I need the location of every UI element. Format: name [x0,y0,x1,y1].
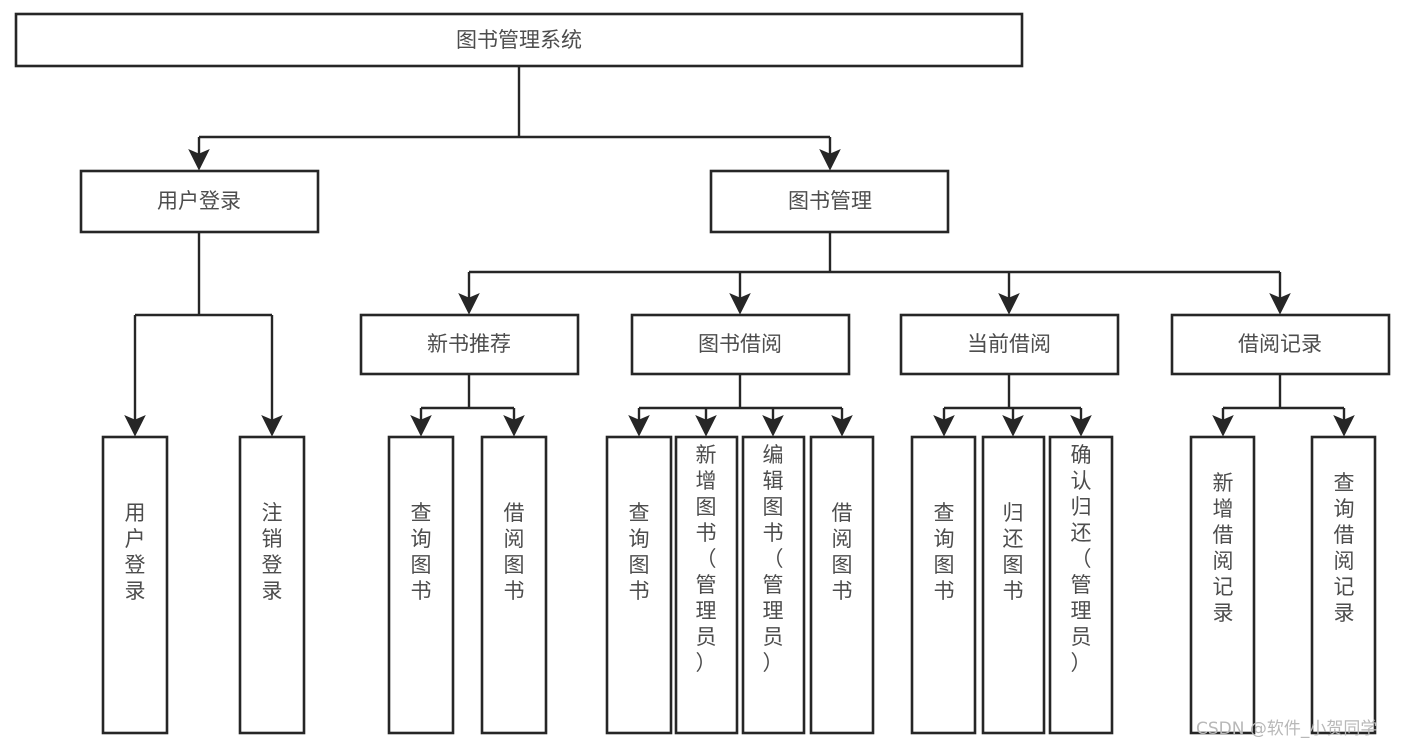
node-book-management-label: 图书管理 [788,189,872,213]
node-leaf-borrow-lend[interactable]: 借阅图书 [809,435,875,735]
node-leaf-borrow-edit-box[interactable] [741,435,806,735]
node-leaf-record-query-label: 查询借阅记录 [1334,471,1355,625]
node-leaf-record-query[interactable]: 查询借阅记录 [1310,435,1377,735]
node-current-borrow-box[interactable] [899,313,1120,376]
node-leaf-current-confirm-label: 确认归还（管理员） [1071,443,1092,675]
node-leaf-borrow-lend-label: 借阅图书 [832,501,853,603]
node-new-book-recommend[interactable]: 新书推荐 [359,313,580,376]
node-leaf-current-return-box[interactable] [981,435,1046,735]
node-leaf-record-add[interactable]: 新增借阅记录 [1189,435,1256,735]
node-current-borrow-label: 当前借阅 [967,332,1051,356]
node-leaf-borrow-add[interactable]: 新增图书（管理员） [674,435,739,735]
node-leaf-current-confirm[interactable]: 确认归还（管理员） [1048,435,1114,735]
node-book-borrow-label: 图书借阅 [698,332,782,356]
node-book-borrow-box[interactable] [630,313,851,376]
node-leaf-user-login-box[interactable] [101,435,169,735]
node-leaf-newbook-query-box[interactable] [387,435,455,735]
node-new-book-recommend-box[interactable] [359,313,580,376]
node-book-management[interactable]: 图书管理 [709,169,950,234]
node-leaf-user-login-label: 用户登录 [125,501,146,603]
node-leaf-borrow-query-label: 查询图书 [629,501,650,603]
node-root[interactable]: 图书管理系统 [14,12,1024,68]
node-leaf-current-query-box[interactable] [910,435,977,735]
node-leaf-current-query-label: 查询图书 [934,501,955,603]
node-borrow-record-label: 借阅记录 [1238,332,1322,356]
node-leaf-newbook-query[interactable]: 查询图书 [387,435,455,735]
node-leaf-borrow-add-label: 新增图书（管理员） [696,443,717,675]
csdn-watermark: CSDN @软件_小贺同学 [1196,719,1377,739]
node-leaf-newbook-query-label: 查询图书 [411,501,432,603]
node-leaf-newbook-borrow-label: 借阅图书 [504,501,525,603]
node-leaf-borrow-add-box[interactable] [674,435,739,735]
node-leaf-record-query-box[interactable] [1310,435,1377,735]
node-leaf-record-add-box[interactable] [1189,435,1256,735]
node-root-box[interactable] [14,12,1024,68]
node-user-login-label: 用户登录 [157,189,241,213]
edges-layer [124,66,1355,437]
node-leaf-borrow-edit-label: 编辑图书（管理员） [763,443,784,675]
node-current-borrow[interactable]: 当前借阅 [899,313,1120,376]
node-leaf-borrow-query-box[interactable] [605,435,673,735]
node-leaf-user-login[interactable]: 用户登录 [101,435,169,735]
node-book-borrow[interactable]: 图书借阅 [630,313,851,376]
node-leaf-borrow-query[interactable]: 查询图书 [605,435,673,735]
node-leaf-newbook-borrow[interactable]: 借阅图书 [480,435,548,735]
node-leaf-current-query[interactable]: 查询图书 [910,435,977,735]
node-leaf-record-add-label: 新增借阅记录 [1213,471,1234,625]
node-root-label: 图书管理系统 [456,28,582,52]
node-borrow-record-box[interactable] [1170,313,1391,376]
node-user-login-box[interactable] [79,169,320,234]
node-user-login[interactable]: 用户登录 [79,169,320,234]
node-leaf-current-return-label: 归还图书 [1003,501,1024,603]
node-borrow-record[interactable]: 借阅记录 [1170,313,1391,376]
node-leaf-newbook-borrow-box[interactable] [480,435,548,735]
node-leaf-current-confirm-box[interactable] [1048,435,1114,735]
node-leaf-user-logout-label: 注销登录 [262,501,283,603]
node-book-management-box[interactable] [709,169,950,234]
node-new-book-recommend-label: 新书推荐 [427,332,511,356]
node-leaf-borrow-edit[interactable]: 编辑图书（管理员） [741,435,806,735]
node-leaf-borrow-lend-box[interactable] [809,435,875,735]
node-leaf-user-logout-box[interactable] [238,435,306,735]
node-leaf-user-logout[interactable]: 注销登录 [238,435,306,735]
node-leaf-current-return[interactable]: 归还图书 [981,435,1046,735]
